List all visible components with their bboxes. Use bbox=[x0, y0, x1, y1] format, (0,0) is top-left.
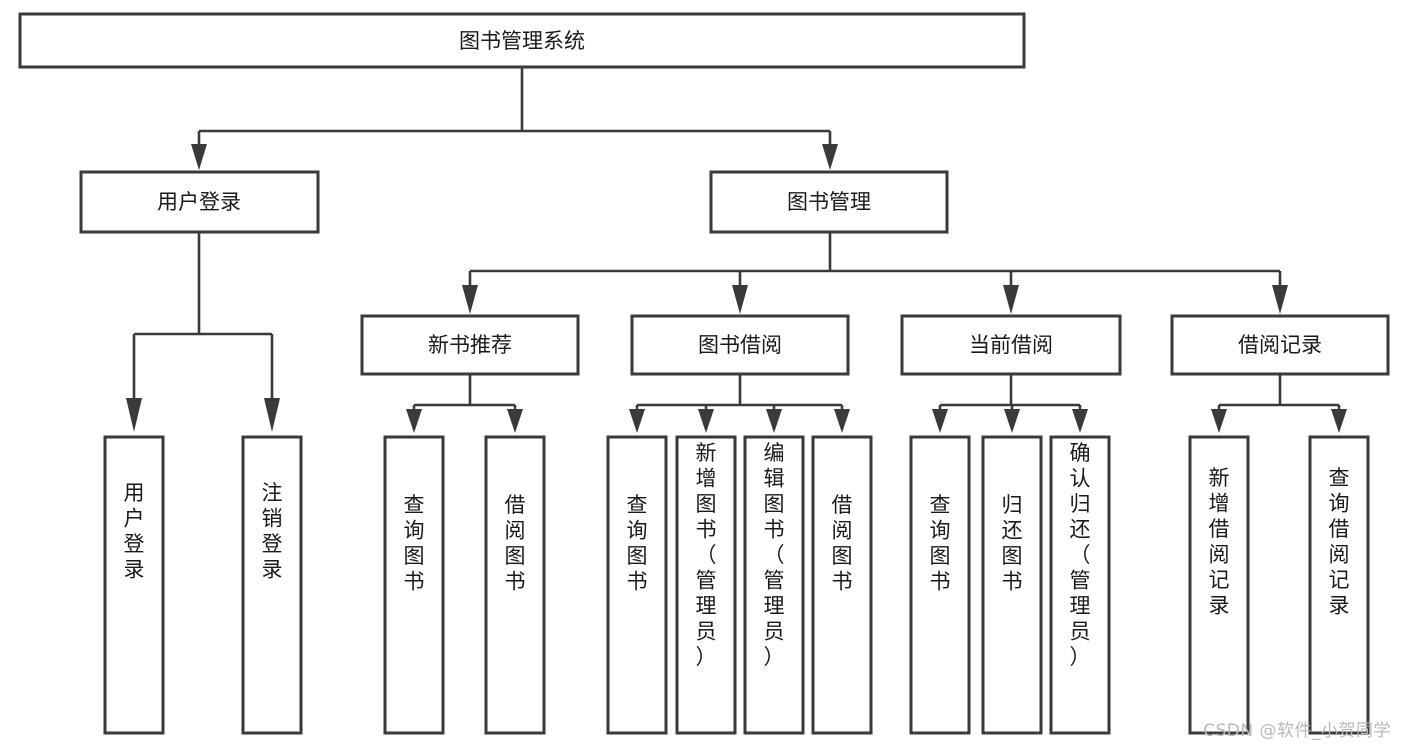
arrowhead-book-manage bbox=[822, 144, 838, 170]
connector-group-new-book-rec bbox=[406, 374, 523, 433]
node-leaf-logout[interactable]: 注销登录 bbox=[241, 435, 303, 735]
node-leaf-add-record-label: 新增借阅记录 bbox=[1209, 466, 1230, 618]
node-root-label: 图书管理系统 bbox=[459, 29, 585, 53]
arrowhead-leaf-query-record bbox=[1331, 409, 1347, 433]
node-leaf-confirm-return[interactable]: 确认归还（管理员） bbox=[1049, 435, 1111, 735]
node-current-borrow[interactable]: 当前借阅 bbox=[900, 314, 1122, 376]
connector-group-current-borrow bbox=[932, 374, 1088, 433]
node-leaf-query-record[interactable]: 查询借阅记录 bbox=[1308, 435, 1370, 735]
arrowhead-leaf-add-book bbox=[698, 409, 714, 433]
node-leaf-edit-book[interactable]: 编辑图书（管理员） bbox=[743, 435, 805, 735]
node-book-borrow[interactable]: 图书借阅 bbox=[630, 314, 850, 376]
node-leaf-borrow-book-1[interactable]: 借阅图书 bbox=[484, 435, 546, 735]
node-leaf-logout-box[interactable] bbox=[241, 435, 303, 735]
arrowhead-leaf-query-book-2 bbox=[629, 409, 645, 433]
node-leaf-user-login-box[interactable] bbox=[103, 435, 165, 735]
connector-group-borrow-record bbox=[1211, 374, 1347, 433]
node-new-book-rec[interactable]: 新书推荐 bbox=[360, 314, 580, 376]
node-leaf-add-book[interactable]: 新增图书（管理员） bbox=[675, 435, 737, 735]
node-user-login-box[interactable] bbox=[79, 170, 320, 234]
node-leaf-add-book-label: 新增图书（管理员） bbox=[696, 441, 717, 669]
node-leaf-add-book-box[interactable] bbox=[675, 435, 737, 735]
node-leaf-borrow-book-1-box[interactable] bbox=[484, 435, 546, 735]
node-borrow-record-box[interactable] bbox=[1170, 314, 1390, 376]
node-leaf-user-login[interactable]: 用户登录 bbox=[103, 435, 165, 735]
node-leaf-add-record[interactable]: 新增借阅记录 bbox=[1188, 435, 1250, 735]
arrowhead-new-book-rec bbox=[462, 285, 478, 314]
node-leaf-edit-book-box[interactable] bbox=[743, 435, 805, 735]
arrowhead-user-login bbox=[191, 144, 207, 170]
connector-group-user-login bbox=[126, 232, 280, 432]
node-borrow-record[interactable]: 借阅记录 bbox=[1170, 314, 1390, 376]
connector-group-book-manage bbox=[462, 232, 1288, 314]
node-leaf-borrow-book-2-box[interactable] bbox=[811, 435, 873, 735]
node-user-login[interactable]: 用户登录 bbox=[79, 170, 320, 234]
node-book-manage[interactable]: 图书管理 bbox=[709, 170, 949, 234]
node-current-borrow-label: 当前借阅 bbox=[969, 333, 1053, 357]
csdn-watermark: CSDN @软件_小贺同学 bbox=[1203, 721, 1391, 741]
node-leaf-query-book-3-label: 查询图书 bbox=[930, 493, 951, 594]
node-leaf-user-login-label: 用户登录 bbox=[124, 481, 145, 582]
arrowhead-leaf-borrow-book-1 bbox=[507, 409, 523, 433]
node-leaf-return-book[interactable]: 归还图书 bbox=[981, 435, 1043, 735]
node-leaf-query-book-3-box[interactable] bbox=[909, 435, 971, 735]
arrowhead-leaf-return-book bbox=[1004, 409, 1020, 433]
node-leaf-borrow-book-2[interactable]: 借阅图书 bbox=[811, 435, 873, 735]
node-leaf-confirm-return-label: 确认归还（管理员） bbox=[1070, 441, 1091, 669]
node-root-box[interactable] bbox=[18, 12, 1026, 69]
node-leaf-query-record-label: 查询借阅记录 bbox=[1329, 466, 1350, 618]
connector-group-root bbox=[191, 67, 838, 170]
node-leaf-borrow-book-2-label: 借阅图书 bbox=[832, 493, 853, 594]
node-new-book-rec-box[interactable] bbox=[360, 314, 580, 376]
node-root[interactable]: 图书管理系统 bbox=[18, 12, 1026, 69]
node-leaf-query-book-2-box[interactable] bbox=[606, 435, 668, 735]
node-leaf-logout-label: 注销登录 bbox=[262, 481, 283, 582]
arrowhead-current-borrow bbox=[1003, 285, 1019, 314]
node-leaf-query-record-box[interactable] bbox=[1308, 435, 1370, 735]
node-book-borrow-label: 图书借阅 bbox=[698, 333, 782, 357]
connector-group-book-borrow bbox=[629, 374, 850, 433]
node-leaf-query-book-1[interactable]: 查询图书 bbox=[383, 435, 445, 735]
node-leaf-borrow-book-1-label: 借阅图书 bbox=[505, 493, 526, 594]
arrowhead-leaf-add-record bbox=[1211, 409, 1227, 433]
arrowhead-borrow-record bbox=[1272, 285, 1288, 314]
arrowhead-leaf-edit-book bbox=[766, 409, 782, 433]
node-leaf-query-book-1-label: 查询图书 bbox=[404, 493, 425, 594]
node-book-borrow-box[interactable] bbox=[630, 314, 850, 376]
node-leaf-query-book-2-label: 查询图书 bbox=[627, 493, 648, 594]
node-borrow-record-label: 借阅记录 bbox=[1238, 333, 1322, 357]
node-leaf-query-book-2[interactable]: 查询图书 bbox=[606, 435, 668, 735]
arrowhead-leaf-confirm-return bbox=[1072, 409, 1088, 433]
node-leaf-query-book-3[interactable]: 查询图书 bbox=[909, 435, 971, 735]
node-new-book-rec-label: 新书推荐 bbox=[428, 333, 512, 357]
arrowhead-leaf-logout bbox=[264, 398, 280, 432]
arrowhead-leaf-user-login bbox=[126, 398, 142, 432]
node-leaf-query-book-1-box[interactable] bbox=[383, 435, 445, 735]
node-leaf-edit-book-label: 编辑图书（管理员） bbox=[764, 441, 785, 669]
node-leaf-return-book-label: 归还图书 bbox=[1002, 493, 1023, 594]
node-current-borrow-box[interactable] bbox=[900, 314, 1122, 376]
arrowhead-leaf-borrow-book-2 bbox=[834, 409, 850, 433]
node-book-manage-label: 图书管理 bbox=[787, 190, 871, 214]
node-leaf-return-book-box[interactable] bbox=[981, 435, 1043, 735]
arrowhead-leaf-query-book-3 bbox=[932, 409, 948, 433]
arrowhead-book-borrow bbox=[732, 285, 748, 314]
node-leaf-add-record-box[interactable] bbox=[1188, 435, 1250, 735]
node-book-manage-box[interactable] bbox=[709, 170, 949, 234]
arrowhead-leaf-query-book-1 bbox=[406, 409, 422, 433]
node-leaf-confirm-return-box[interactable] bbox=[1049, 435, 1111, 735]
node-user-login-label: 用户登录 bbox=[157, 190, 241, 214]
